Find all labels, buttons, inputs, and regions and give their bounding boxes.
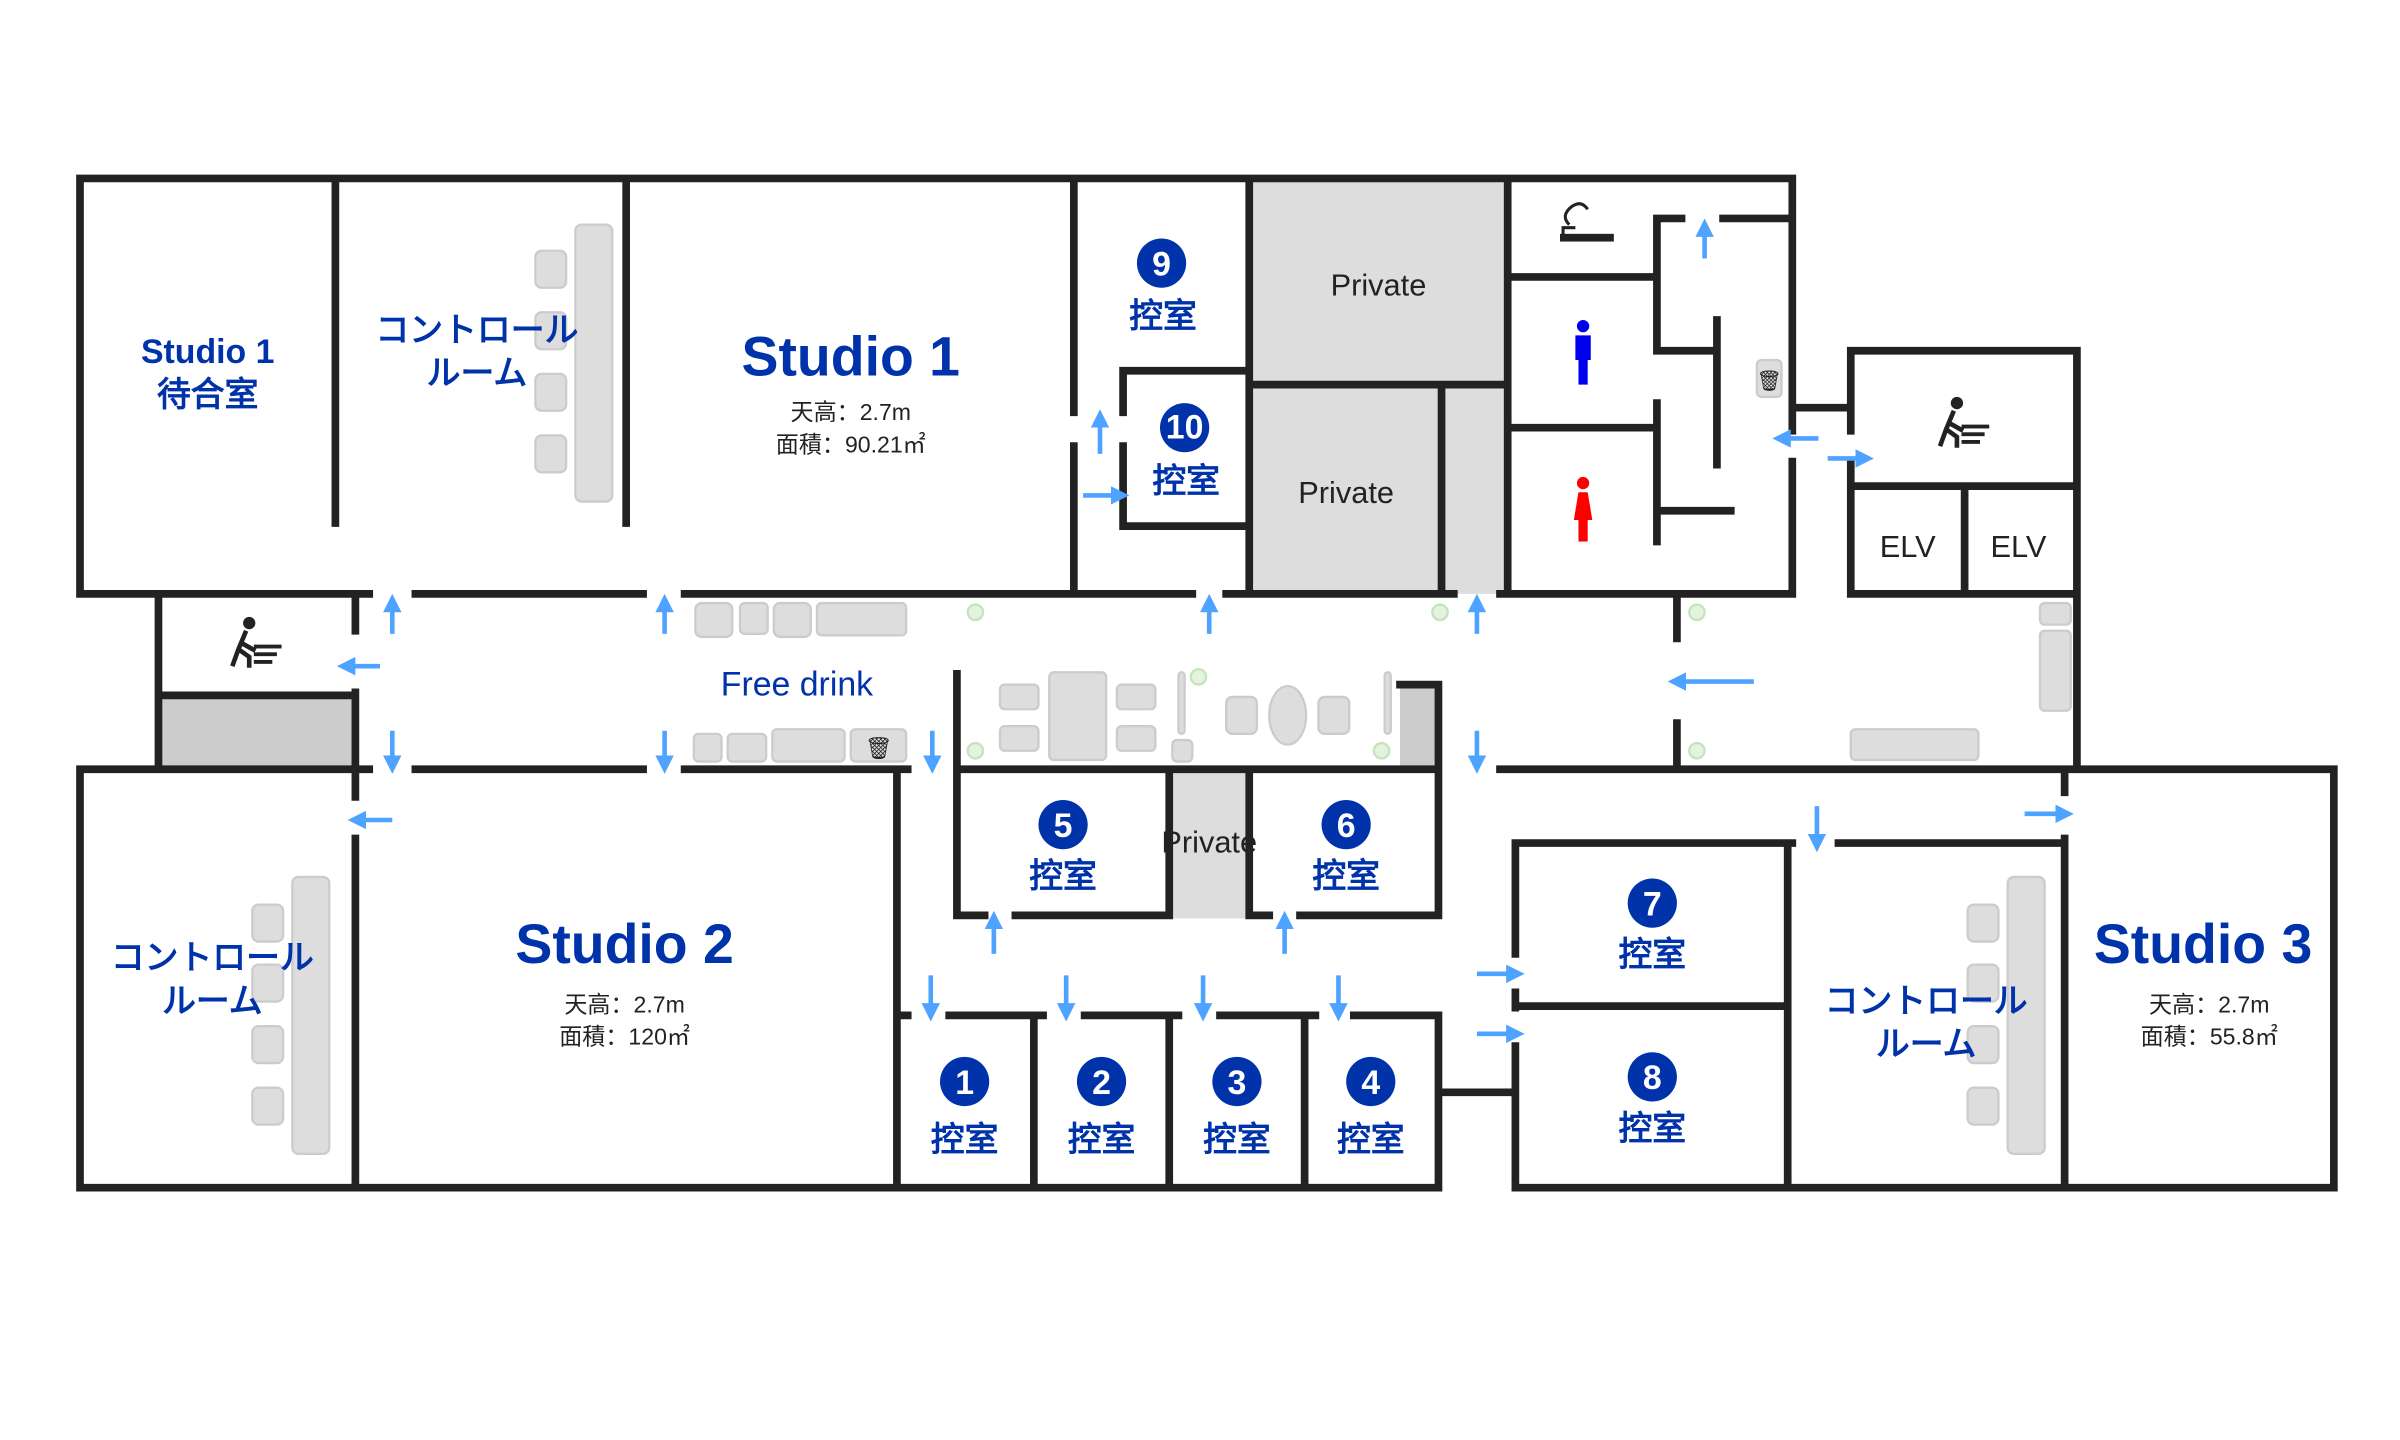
- studio2-title: Studio 2: [515, 913, 733, 975]
- trash-icon: 🗑: [1757, 370, 1782, 393]
- green-room-8: 8 控室: [1618, 1052, 1686, 1148]
- private-label: Private: [1331, 267, 1427, 302]
- free-drink-label: Free drink: [721, 665, 873, 703]
- svg-text:控室: 控室: [1029, 857, 1097, 896]
- direction-arrows: [336, 218, 2074, 1044]
- emergency-stairs-icon: [1937, 396, 1990, 448]
- studio1-area: 面積：90.21㎡: [776, 431, 926, 457]
- control-room-label: コントロール: [375, 312, 578, 350]
- svg-text:6: 6: [1337, 807, 1356, 845]
- control-room-label: ルーム: [1876, 1025, 1976, 1063]
- svg-text:控室: 控室: [1129, 297, 1197, 336]
- studio1-title: Studio 1: [742, 325, 960, 387]
- private-areas: [158, 178, 1508, 919]
- green-room-6: 6 控室: [1312, 800, 1380, 896]
- green-room-3: 3 控室: [1203, 1056, 1271, 1159]
- smoking-area-icon: [1560, 202, 1614, 242]
- green-room-7: 7 控室: [1618, 878, 1686, 974]
- svg-text:10: 10: [1166, 408, 1204, 446]
- control-room-label: コントロール: [1825, 982, 2028, 1020]
- svg-text:1: 1: [955, 1064, 974, 1102]
- green-room-10: 10 控室: [1152, 403, 1220, 500]
- svg-text:控室: 控室: [1337, 1120, 1405, 1159]
- private-label: Private: [1161, 824, 1257, 859]
- svg-text:8: 8: [1643, 1059, 1662, 1097]
- svg-text:5: 5: [1054, 807, 1073, 845]
- svg-text:9: 9: [1152, 245, 1171, 283]
- control-room-label: ルーム: [427, 355, 527, 393]
- private-label: Private: [1298, 475, 1394, 510]
- svg-text:🗑: 🗑: [865, 736, 892, 760]
- studio3-area: 面積：55.8㎡: [2141, 1024, 2278, 1050]
- studio1-waiting-label: 待合室: [157, 375, 258, 414]
- elevator-2: ELV: [1991, 529, 2047, 564]
- studio1-waiting-label: Studio 1: [141, 333, 274, 371]
- walls: [76, 174, 2338, 1192]
- trash-icon: 🗑: [865, 736, 892, 760]
- studio3-ceiling: 天高：2.7m: [2149, 991, 2269, 1017]
- svg-text:4: 4: [1361, 1064, 1380, 1102]
- svg-text:3: 3: [1228, 1064, 1247, 1102]
- control-room-label: コントロール: [111, 939, 314, 977]
- green-room-1: 1 控室: [931, 1056, 999, 1159]
- green-room-5: 5 控室: [1029, 800, 1097, 896]
- male-restroom-icon: [1575, 320, 1591, 385]
- studio3-title: Studio 3: [2094, 913, 2312, 975]
- svg-text:控室: 控室: [1152, 461, 1220, 500]
- svg-text:控室: 控室: [1618, 935, 1686, 974]
- green-room-9: 9 控室: [1129, 238, 1197, 336]
- svg-text:控室: 控室: [1068, 1120, 1136, 1159]
- svg-text:控室: 控室: [1618, 1109, 1686, 1148]
- svg-text:🗑: 🗑: [1757, 370, 1782, 393]
- control-room-label: ルーム: [162, 982, 262, 1020]
- green-room-4: 4 控室: [1337, 1056, 1405, 1159]
- female-restroom-icon: [1573, 476, 1593, 542]
- elevator-1: ELV: [1880, 529, 1936, 564]
- green-room-2: 2 控室: [1068, 1056, 1136, 1159]
- svg-text:控室: 控室: [1312, 857, 1380, 896]
- studio2-ceiling: 天高：2.7m: [564, 991, 684, 1017]
- svg-text:控室: 控室: [931, 1120, 999, 1159]
- emergency-stairs-icon: [230, 616, 282, 668]
- svg-text:控室: 控室: [1203, 1120, 1271, 1159]
- studio1-ceiling: 天高：2.7m: [791, 399, 911, 425]
- furniture: [251, 223, 2072, 1155]
- svg-text:7: 7: [1643, 885, 1662, 923]
- svg-text:2: 2: [1092, 1064, 1111, 1102]
- studio2-area: 面積：120㎡: [559, 1024, 690, 1050]
